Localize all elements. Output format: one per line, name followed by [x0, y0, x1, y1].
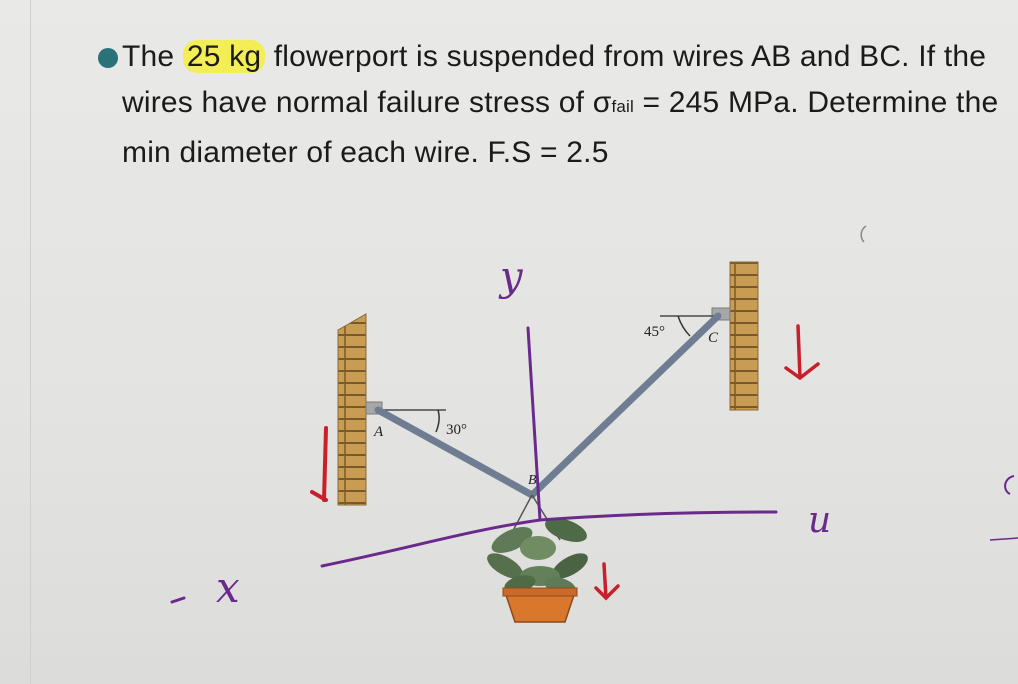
hand-label-u: u [808, 500, 831, 541]
label-c: C [708, 330, 719, 346]
red-mark-left [310, 426, 328, 502]
sigma-subscript: fail [611, 97, 634, 116]
faint-mark-right-line [989, 537, 1018, 541]
sigma-symbol: σ [592, 86, 612, 119]
pot-rim [502, 587, 578, 597]
angle-arc-a [435, 409, 440, 433]
hand-minus-sign [170, 596, 186, 604]
notebook-margin-line [30, 0, 31, 684]
wire-bc [528, 312, 722, 499]
faint-mark-top [860, 225, 867, 243]
problem-text-start: The [122, 40, 183, 73]
label-a: A [373, 424, 384, 440]
hand-y-axis [526, 326, 542, 522]
right-wall [729, 261, 759, 411]
problem-text-end: = 245 MPa. Determine the min diameter of… [122, 86, 999, 169]
angle-label-a: 30° [446, 422, 467, 438]
label-b: B [528, 473, 537, 488]
angle-label-c: 45° [644, 324, 665, 340]
red-arrow-right [784, 324, 820, 381]
angle-arc-c [677, 315, 691, 337]
problem-statement: The 25 kg flowerport is suspended from w… [122, 34, 1002, 176]
problem-text-middle: flowerport is suspended from wires AB an… [122, 40, 987, 119]
highlighted-mass: 25 kg [182, 40, 266, 73]
hand-label-x: x [216, 563, 240, 612]
left-wall [337, 313, 367, 506]
wire-ab [374, 406, 536, 499]
bullet-point [98, 48, 118, 68]
hand-label-y: y [498, 254, 524, 300]
faint-mark-right [1004, 475, 1015, 495]
red-arrow-down [594, 562, 620, 601]
hand-x-axis [320, 510, 778, 568]
